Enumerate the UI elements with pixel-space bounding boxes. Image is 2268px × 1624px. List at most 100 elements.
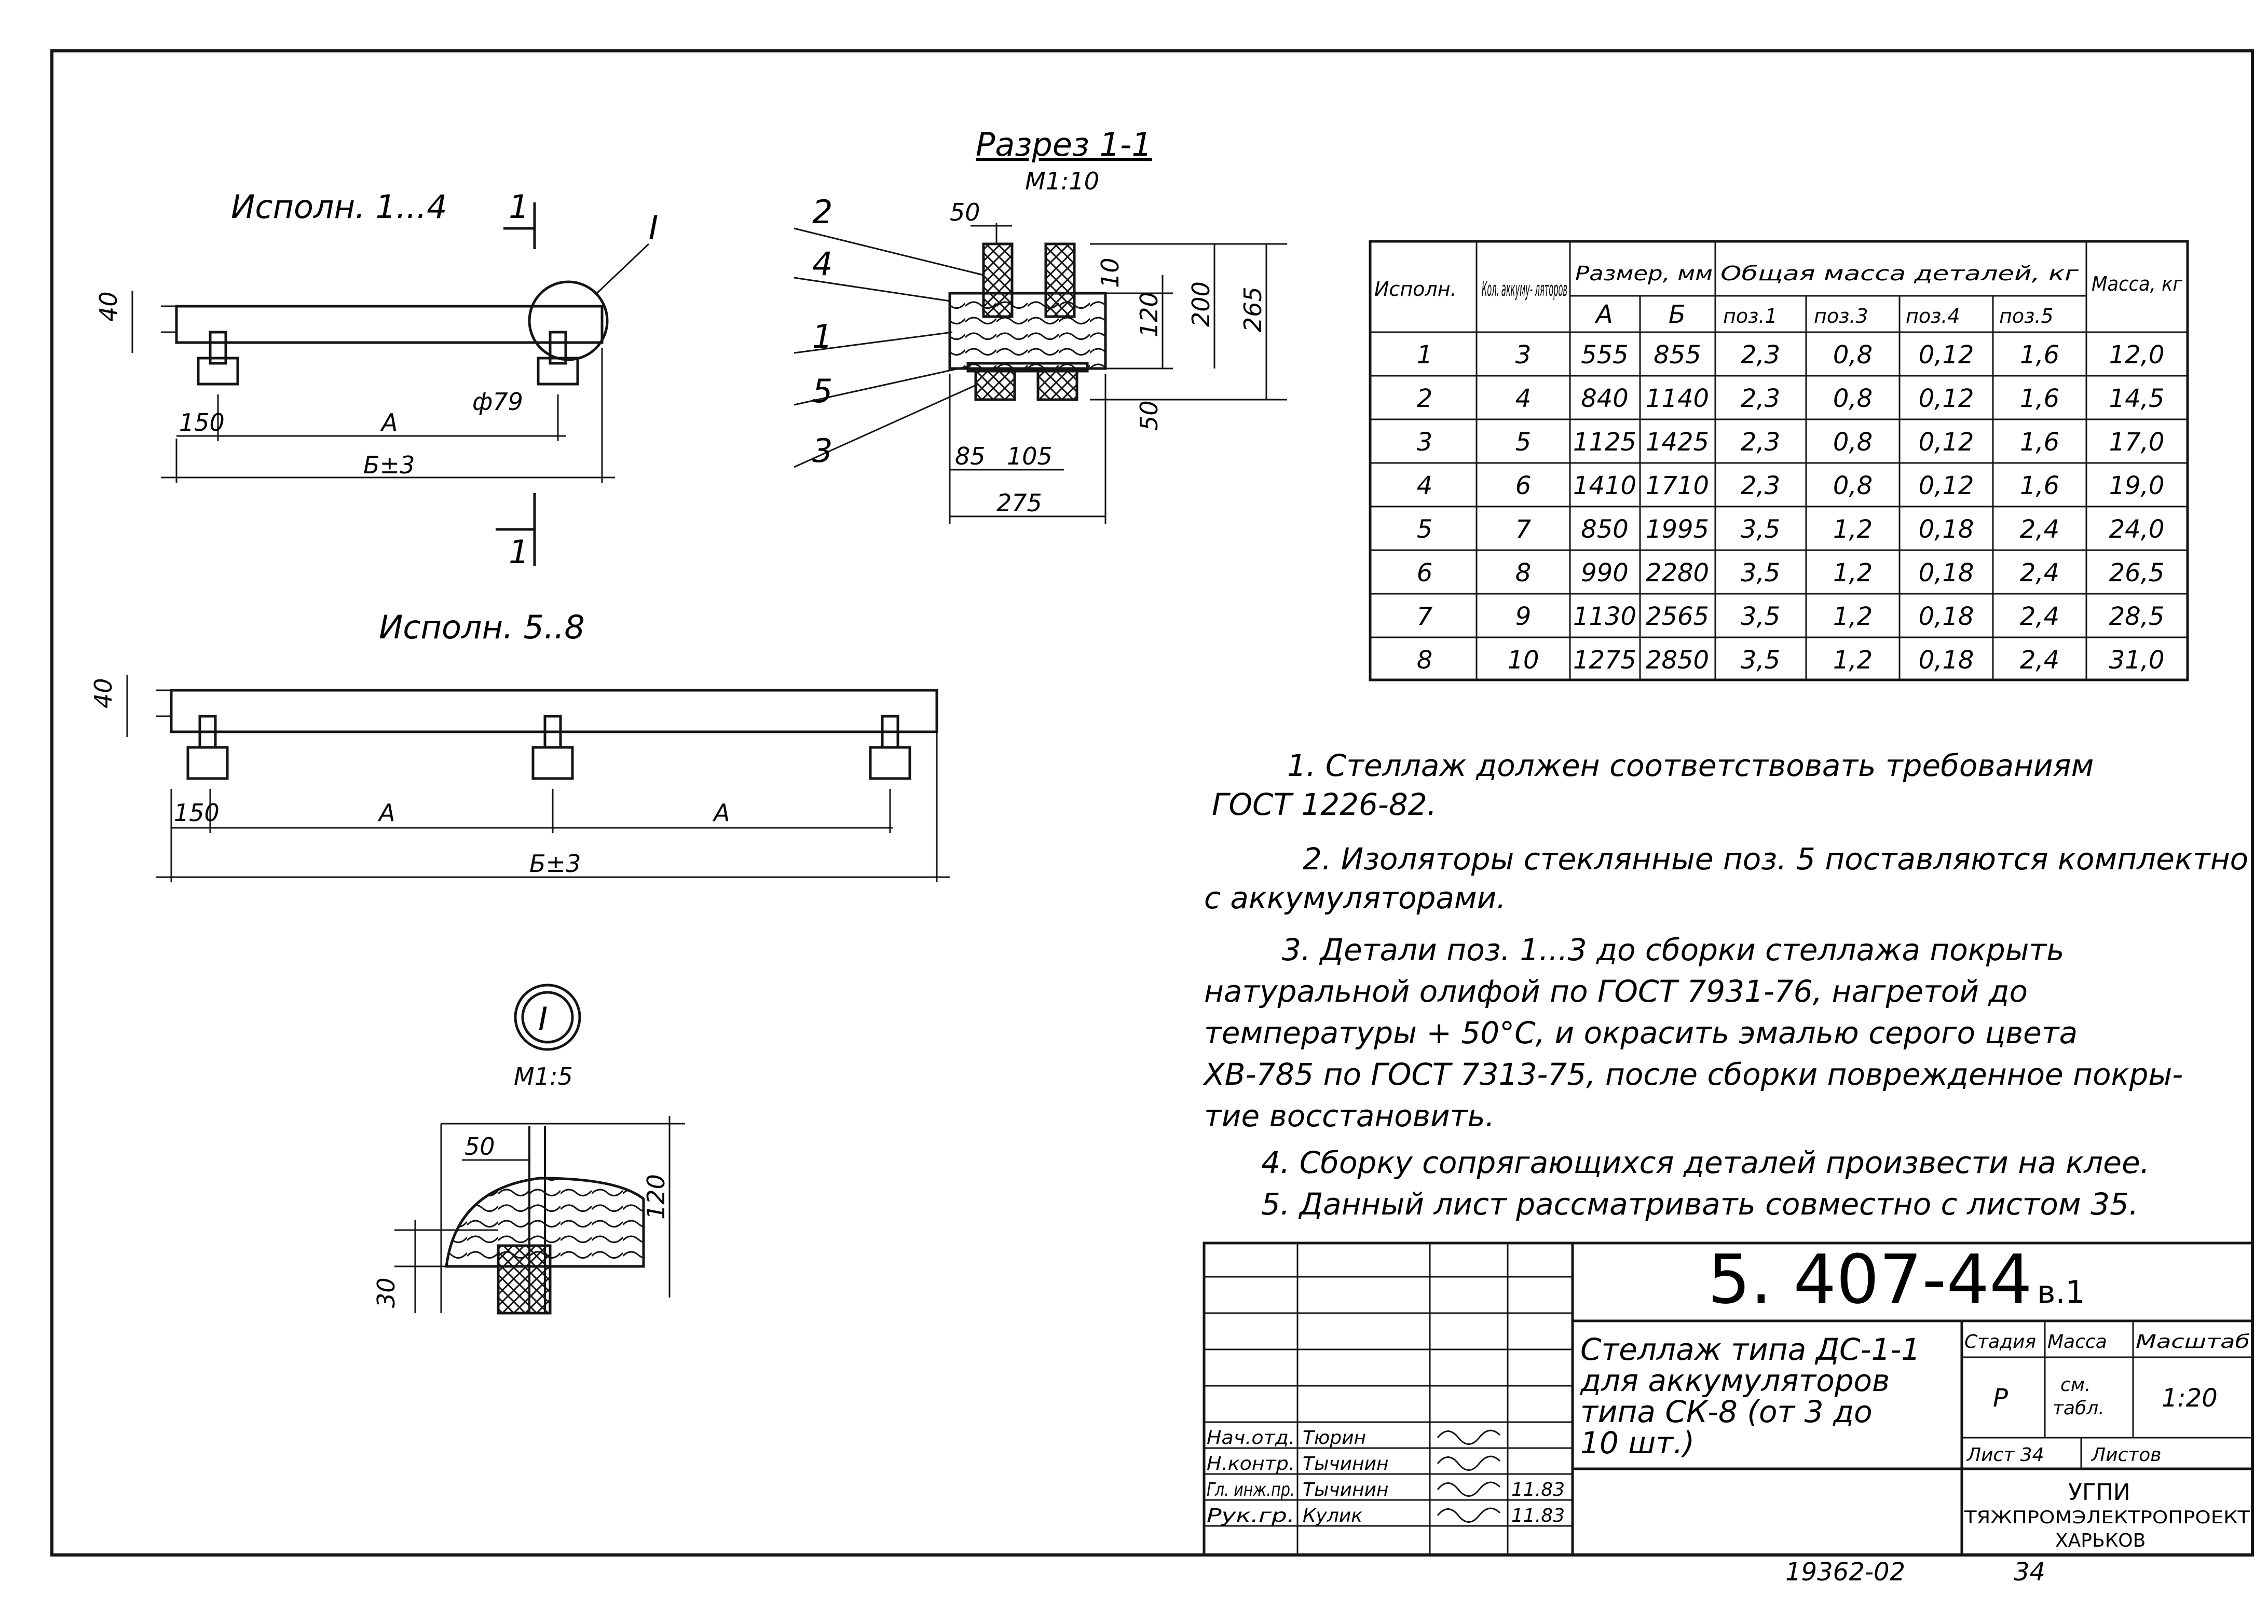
th-razmer: Размер, мм — [1575, 262, 1713, 285]
table-cell: 4 — [1515, 384, 1532, 413]
th-b: Б — [1669, 300, 1686, 329]
table-cell: 12,0 — [2109, 340, 2165, 370]
table-cell: 850 — [1581, 515, 1629, 544]
dim-a-3: A — [712, 799, 730, 827]
table-cell: 7 — [1417, 602, 1433, 631]
th-poz4: поз.4 — [1906, 305, 1960, 327]
table-cell: 1130 — [1573, 602, 1636, 631]
table-cell: 3 — [1417, 428, 1433, 457]
dim-265: 265 — [1239, 286, 1267, 332]
inventory-number: 19362-02 — [1785, 1558, 1905, 1587]
footer-page: 34 — [2014, 1558, 2045, 1587]
table-cell: 0,12 — [1919, 384, 1974, 413]
table-cell: 0,18 — [1919, 558, 1974, 588]
table-cell: 0,8 — [1833, 340, 1873, 370]
table-cell: 31,0 — [2109, 646, 2165, 675]
stamp-date: 11.83 — [1511, 1505, 1565, 1526]
signature-scribble — [1437, 1429, 1501, 1445]
table-cell: 3,5 — [1741, 515, 1780, 544]
detail-mark: I — [538, 1000, 548, 1038]
sheet-frame — [50, 49, 2254, 1557]
table-cell: 1995 — [1646, 515, 1709, 544]
mass-value-2: табл. — [2053, 1398, 2105, 1419]
table-cell: 2,3 — [1741, 384, 1780, 413]
th-kol: Кол. аккуму- ляторов — [1482, 278, 1567, 301]
stamp-name: Кулик — [1303, 1505, 1362, 1526]
table-cell: 2850 — [1646, 646, 1709, 675]
table-cell: 1410 — [1573, 471, 1636, 500]
stage-value: Р — [1993, 1384, 2008, 1413]
table-cell: 7 — [1515, 515, 1532, 544]
th-massa-det: Общая масса деталей, кг — [1720, 262, 2079, 285]
table-cell: 1125 — [1573, 428, 1636, 457]
dim-85: 85 — [955, 442, 986, 470]
section-title: Разрез 1-1 — [976, 126, 1152, 163]
table-cell: 1140 — [1646, 384, 1709, 413]
table-cell: 2,4 — [2020, 515, 2059, 544]
note-line: натуральной олифой по ГОСТ 7931-76, нагр… — [1204, 974, 2028, 1009]
table-cell: 19,0 — [2109, 471, 2165, 500]
table-cell: 9 — [1515, 602, 1532, 631]
table-cell: 1,6 — [2020, 340, 2059, 370]
stamp-role: Гл. инж.пр. — [1207, 1479, 1295, 1500]
table-cell: 10 — [1507, 646, 1539, 675]
note-line: 4. Сборку сопрягающихся деталей произвес… — [1261, 1145, 2150, 1180]
section-scale: М1:10 — [1025, 167, 1099, 195]
table-cell: 2,4 — [2020, 646, 2059, 675]
table-cell: 4 — [1417, 471, 1433, 500]
view-title-exec-5-8: Исполн. 5..8 — [379, 608, 585, 646]
table-cell: 24,0 — [2109, 515, 2165, 544]
detail-scale: М1:5 — [514, 1062, 573, 1090]
signature-scribble — [1437, 1507, 1501, 1523]
th-a: A — [1594, 300, 1613, 329]
note-line: ХВ-785 по ГОСТ 7313-75, после сборки пов… — [1203, 1057, 2183, 1092]
table-cell: 8 — [1417, 646, 1433, 675]
stamp-role: Н.контр. — [1207, 1453, 1295, 1475]
stamp-title-line: для аккумуляторов — [1580, 1363, 1890, 1398]
signature-scribble — [1437, 1481, 1501, 1497]
mass-label: Масса — [2047, 1331, 2107, 1353]
stamp-name: Тычинин — [1303, 1453, 1389, 1475]
table-cell: 1710 — [1646, 471, 1709, 500]
table-cell: 5 — [1515, 428, 1532, 457]
table-cell: 0,12 — [1919, 471, 1974, 500]
signature-scribble — [1437, 1455, 1501, 1471]
view-exec-1-4: Исполн. 1...4 — [94, 188, 658, 571]
mass-value-1: см. — [2060, 1374, 2091, 1396]
dim-150-b: 150 — [174, 799, 220, 827]
table-cell: 1 — [1417, 340, 1433, 370]
table-cell: 26,5 — [2109, 558, 2165, 588]
th-poz5: поз.5 — [1999, 305, 2054, 327]
dim-10: 10 — [1096, 257, 1124, 288]
table-cell: 555 — [1581, 340, 1629, 370]
table-cell: 1,6 — [2020, 428, 2059, 457]
dim-50-b: 50 — [1135, 400, 1163, 431]
table-cell: 2,4 — [2020, 558, 2059, 588]
table-cell: 0,18 — [1919, 515, 1974, 544]
table-cell: 0,12 — [1919, 340, 1974, 370]
detail-i: I М1:5 50 120 30 — [372, 984, 685, 1315]
note-line: температуры + 50°С, и окрасить эмалью се… — [1204, 1015, 2078, 1050]
dim-a-2: A — [377, 799, 395, 827]
view-exec-5-8: Исполн. 5..8 40 150 A A Б±3 — [89, 608, 950, 882]
stamp-name: Тюрин — [1303, 1427, 1366, 1449]
dim-b-1: Б±3 — [363, 451, 415, 479]
dim-50-a: 50 — [950, 198, 980, 226]
view-title-exec-1-4: Исполн. 1...4 — [231, 188, 447, 226]
scale-label: Масштаб — [2136, 1331, 2250, 1353]
table-cell: 2,4 — [2020, 602, 2059, 631]
table-cell: 2565 — [1646, 602, 1709, 631]
table-cell: 28,5 — [2109, 602, 2165, 631]
table-cell: 5 — [1417, 515, 1433, 544]
scale-value: 1:20 — [2162, 1384, 2218, 1413]
dim-200: 200 — [1187, 281, 1215, 327]
dim-a-1: A — [380, 408, 398, 436]
pos-label-1: 1 — [812, 318, 832, 356]
dim-40-b: 40 — [89, 678, 117, 708]
table-cell: 1,6 — [2020, 384, 2059, 413]
dim-120-a: 120 — [1135, 292, 1163, 337]
dim-b-2: Б±3 — [529, 850, 581, 878]
